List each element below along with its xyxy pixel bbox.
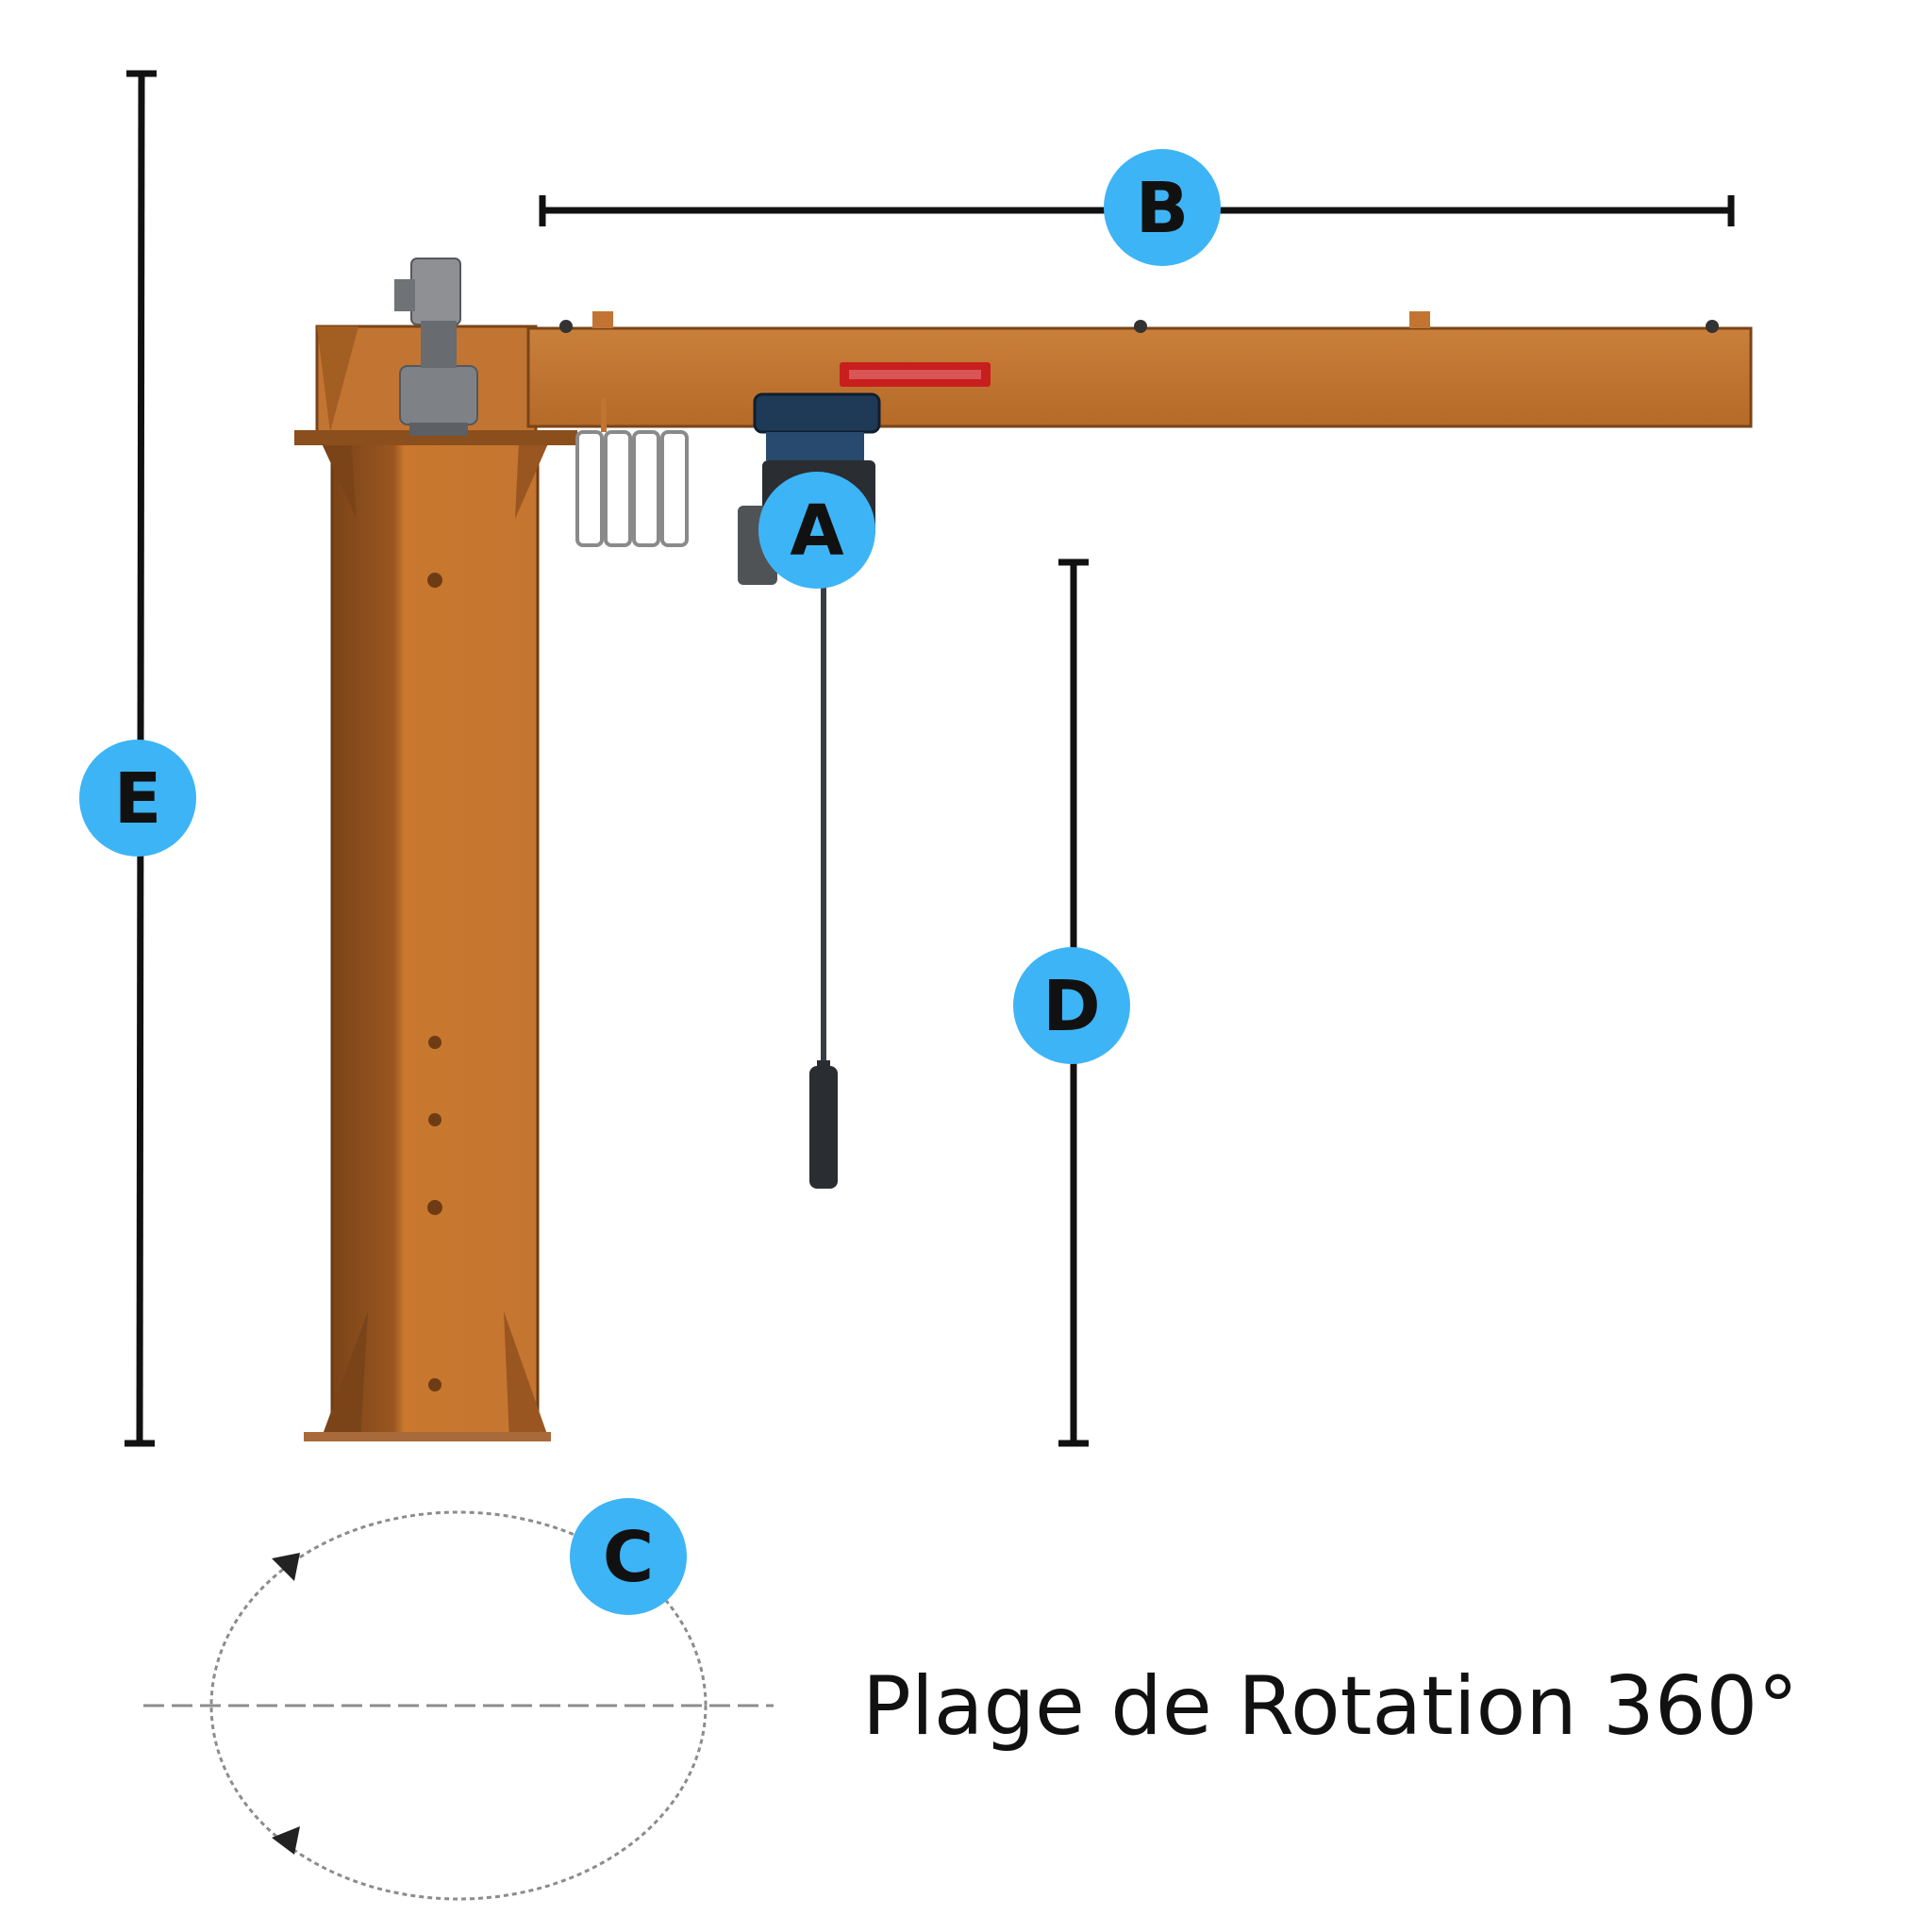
slewing-motor (394, 258, 478, 436)
boom (526, 311, 1753, 428)
label-badge-e: E (79, 740, 196, 857)
pendant-control (809, 1066, 838, 1189)
rotation-arrow-icon (272, 1826, 300, 1855)
label-badge-b: B (1104, 149, 1221, 266)
column (304, 440, 551, 1441)
label-d: D (1042, 966, 1100, 1047)
bolt-icon (427, 573, 442, 588)
label-badge-d: D (1013, 947, 1130, 1064)
label-badge-a: A (758, 472, 875, 589)
label-b: B (1136, 168, 1189, 249)
jib-crane (294, 258, 1753, 1441)
label-c: C (603, 1517, 654, 1598)
rotation-arrow-icon (272, 1553, 300, 1581)
rotation-caption: Plage de Rotation 360° (862, 1659, 1798, 1754)
rotation-range-diagram (143, 1510, 774, 1901)
label-e: E (114, 758, 162, 840)
festoon-cables (575, 398, 689, 547)
label-badge-c: C (570, 1498, 687, 1615)
label-a: A (790, 491, 843, 572)
